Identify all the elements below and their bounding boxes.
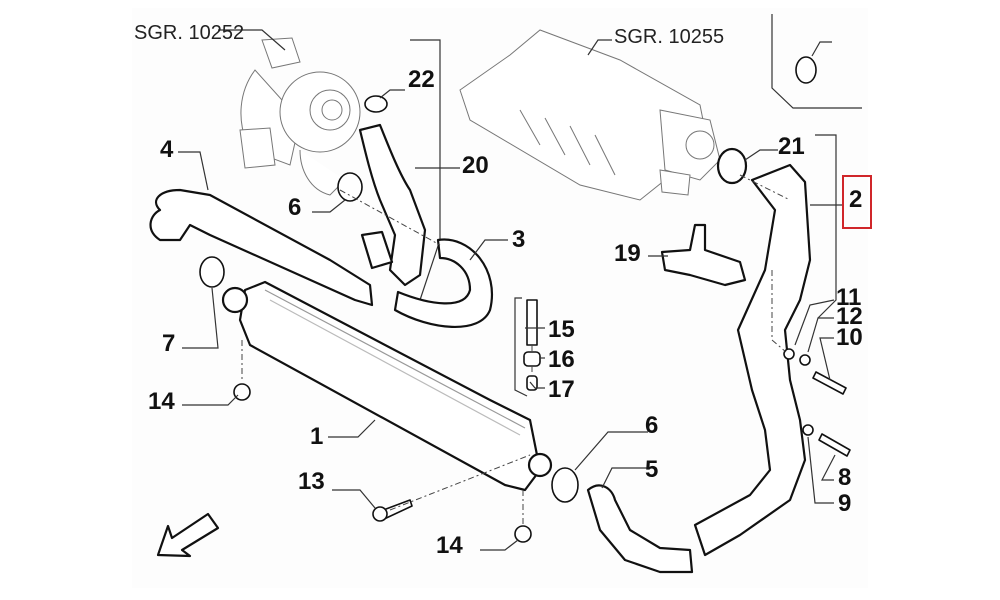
- callout-13[interactable]: 13: [298, 468, 325, 495]
- callout-4[interactable]: 4: [160, 136, 174, 163]
- callout-22[interactable]: 22: [408, 66, 435, 93]
- callout-5[interactable]: 5: [645, 456, 659, 483]
- callout-7[interactable]: 7: [162, 330, 176, 357]
- hose-3: [393, 238, 493, 329]
- bracket-19: [660, 223, 747, 287]
- callout-21[interactable]: 21: [778, 133, 805, 160]
- callout-20[interactable]: 20: [462, 152, 489, 179]
- callout-3[interactable]: 3: [512, 226, 526, 253]
- intercooler-inlet: [221, 286, 249, 314]
- highlight-callout-2: [842, 175, 872, 229]
- callout-14-upper[interactable]: 14: [148, 388, 175, 415]
- seal-ring-21: [716, 147, 748, 185]
- clamp-7: [199, 256, 225, 288]
- callout-16[interactable]: 16: [548, 346, 575, 373]
- turbocharger-drawing: [239, 37, 361, 196]
- hose-4: [149, 188, 374, 307]
- intercooler-1: [238, 280, 542, 492]
- screw-8: [818, 433, 851, 457]
- clamp-inset: [771, 14, 862, 109]
- front-left-arrow: [156, 512, 220, 558]
- clamp-6-lower: [551, 467, 579, 503]
- callout-6-upper[interactable]: 6: [288, 194, 302, 221]
- reference-sgr-10252[interactable]: SGR. 10252: [134, 22, 245, 44]
- washer-9: [802, 424, 814, 436]
- callout-6-lower[interactable]: 6: [645, 412, 659, 439]
- o-ring-22: [364, 95, 388, 113]
- intercooler-outlet: [527, 452, 553, 478]
- screw-10: [812, 371, 847, 395]
- callout-19[interactable]: 19: [614, 240, 641, 267]
- callout-15[interactable]: 15: [548, 316, 575, 343]
- callout-9[interactable]: 9: [838, 490, 852, 517]
- pipe-end: [360, 230, 394, 270]
- callout-12[interactable]: 12: [836, 303, 863, 330]
- intake-manifold-drawing: [459, 29, 721, 201]
- callout-14-lower[interactable]: 14: [436, 532, 463, 559]
- callout-1[interactable]: 1: [310, 423, 324, 450]
- bolt-15: [526, 299, 538, 346]
- callout-8[interactable]: 8: [838, 464, 852, 491]
- callout-2[interactable]: 2: [849, 186, 863, 213]
- bushing-16: [523, 351, 541, 367]
- reference-sgr-10255[interactable]: SGR. 10255: [614, 26, 725, 48]
- bracket-line-15-17: [514, 297, 528, 397]
- callout-11[interactable]: 11: [836, 284, 862, 311]
- washer-12: [799, 354, 811, 366]
- bracket-line-2: [815, 134, 837, 319]
- pipe-20: [358, 123, 427, 287]
- bracket-line-20: [410, 39, 441, 301]
- mount-14-lower: [514, 525, 532, 543]
- callout-17[interactable]: 17: [548, 376, 575, 403]
- clamp-6-upper: [337, 172, 363, 202]
- washer-11: [783, 348, 795, 360]
- hose-5: [586, 484, 694, 574]
- mount-14-upper: [233, 383, 251, 401]
- pipe-2: [693, 163, 812, 557]
- callout-10[interactable]: 10: [836, 324, 863, 351]
